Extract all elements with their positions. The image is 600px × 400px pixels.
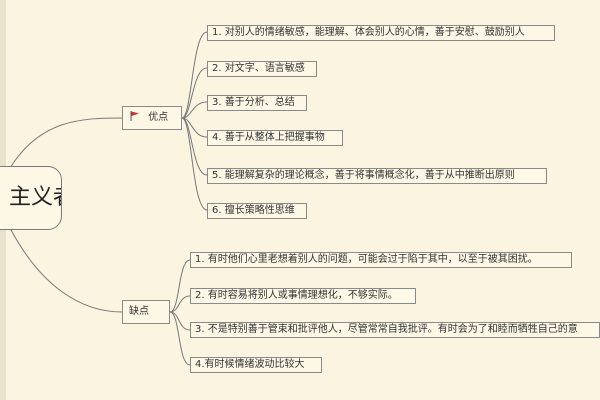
category-label: 缺点 xyxy=(129,306,149,317)
root-node[interactable]: 主义者 xyxy=(0,166,62,230)
cons-item-text: 4.有时候情绪波动比较大 xyxy=(195,359,305,370)
category-cons[interactable]: 缺点 xyxy=(122,300,170,324)
pros-item-text: 6. 擅长策略性思维 xyxy=(212,205,295,216)
root-title: 主义者 xyxy=(9,185,61,210)
link-pros-1 xyxy=(181,31,208,119)
cons-item[interactable]: 2. 有时容易将别人或事情理想化，不够实际。 xyxy=(190,288,416,304)
cons-item[interactable]: 4.有时候情绪波动比较大 xyxy=(190,357,322,373)
category-pros[interactable]: 优点 xyxy=(122,106,182,130)
pros-item-text: 2. 对文字、语言敏感 xyxy=(212,63,305,74)
link-cons-2 xyxy=(169,295,191,313)
pros-item[interactable]: 4. 善于从整体上把握事物 xyxy=(207,130,343,146)
cons-item[interactable]: 1. 有时他们心里老想着别人的问题，可能会过于陷于其中，以至于被其困扰。 xyxy=(190,252,572,268)
link-pros-6 xyxy=(181,117,208,211)
pros-item[interactable]: 1. 对别人的情绪敏感，能理解、体会别人的心情，善于安慰、鼓励别人 xyxy=(207,25,555,41)
pros-item-text: 3. 善于分析、总结 xyxy=(212,97,295,108)
cons-item-text: 2. 有时容易将别人或事情理想化，不够实际。 xyxy=(195,290,398,301)
pros-item[interactable]: 3. 善于分析、总结 xyxy=(207,95,307,111)
cons-item-text: 1. 有时他们心里老想着别人的问题，可能会过于陷于其中，以至于被其困扰。 xyxy=(195,254,538,265)
cons-item[interactable]: 3. 不是特别善于管束和批评他人，尽管常常自我批评。有时会为了和睦而牺牲自己的意 xyxy=(190,322,600,338)
cons-item-text: 3. 不是特别善于管束和批评他人，尽管常常自我批评。有时会为了和睦而牺牲自己的意 xyxy=(195,324,578,335)
link-root-cons xyxy=(9,227,123,313)
pros-item-text: 1. 对别人的情绪敏感，能理解、体会别人的心情，善于安慰、鼓励别人 xyxy=(212,27,525,38)
link-root-pros xyxy=(9,117,123,169)
link-cons-1 xyxy=(169,259,191,313)
link-pros-2 xyxy=(181,67,208,119)
link-pros-3 xyxy=(181,101,208,119)
pros-item-text: 4. 善于从整体上把握事物 xyxy=(212,132,325,143)
link-cons-4 xyxy=(169,311,191,366)
red-flag-icon xyxy=(129,109,141,121)
link-pros-5 xyxy=(181,117,208,176)
category-label: 优点 xyxy=(148,112,169,123)
pros-item[interactable]: 2. 对文字、语言敏感 xyxy=(207,61,317,77)
pros-item[interactable]: 5. 能理解复杂的理论概念，善于将事情概念化，善于从中推断出原则 xyxy=(207,168,547,184)
pros-item-text: 5. 能理解复杂的理论概念，善于将事情概念化，善于从中推断出原则 xyxy=(212,170,515,181)
pros-item[interactable]: 6. 擅长策略性思维 xyxy=(207,203,307,219)
